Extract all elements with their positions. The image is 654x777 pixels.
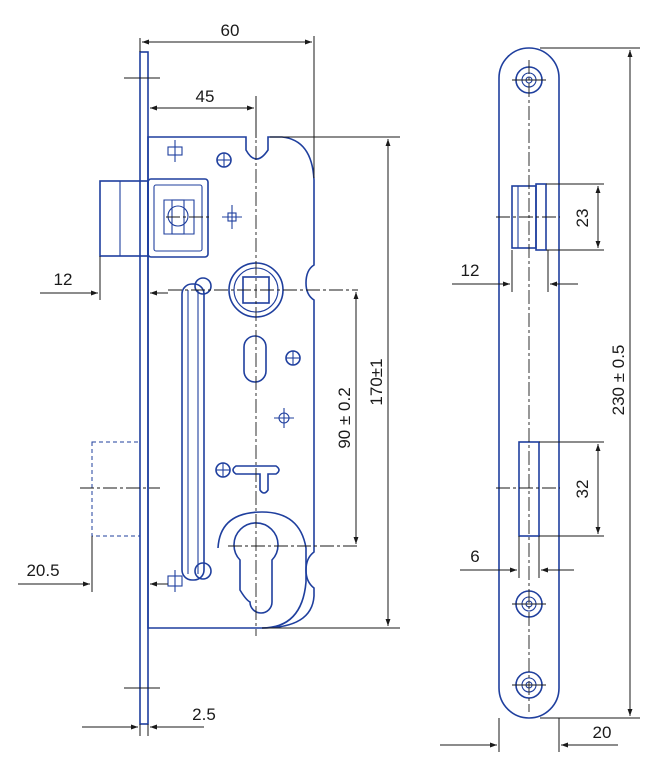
left-view-dimensions: 60 45 12 20.5 2.5 90 ± 0.2 170±1 bbox=[18, 21, 400, 736]
profile-cylinder-opening bbox=[233, 522, 279, 614]
dim-latch-12: 12 bbox=[54, 270, 73, 289]
dim-width-60: 60 bbox=[221, 21, 240, 40]
dead-bolt-hidden bbox=[91, 441, 141, 537]
lock-case-outline bbox=[147, 136, 315, 629]
dim-latch-height-23: 23 bbox=[573, 209, 592, 228]
lever-slider bbox=[232, 465, 280, 494]
guide-slot bbox=[243, 335, 267, 383]
dim-faceplate-2-5: 2.5 bbox=[192, 705, 216, 724]
dim-backset-45: 45 bbox=[196, 87, 215, 106]
screw-middle bbox=[285, 350, 301, 366]
rivet-bottom-left bbox=[167, 570, 183, 592]
faceplate-front-view bbox=[496, 47, 560, 719]
faceplate-side bbox=[139, 51, 149, 725]
cylinder-surround bbox=[217, 511, 307, 629]
lock-body-side-view bbox=[80, 51, 358, 725]
dim-height-170: 170±1 bbox=[367, 358, 386, 405]
dim-bolt-offset-6: 6 bbox=[470, 547, 479, 566]
dim-bolt-20-5: 20.5 bbox=[26, 561, 59, 580]
screw-top bbox=[216, 152, 232, 168]
dim-faceplate-length-230: 230 ± 0.5 bbox=[609, 345, 628, 416]
rivet-top-left bbox=[167, 140, 183, 162]
dim-bolt-height-32: 32 bbox=[573, 480, 592, 499]
dim-distance-90: 90 ± 0.2 bbox=[335, 387, 354, 448]
right-view-dimensions: 23 12 230 ± 0.5 32 6 20 bbox=[440, 47, 640, 752]
dim-strike-offset-12: 12 bbox=[461, 261, 480, 280]
rivet-small-middle bbox=[274, 408, 294, 428]
rivet-center bbox=[222, 205, 242, 229]
screw-lower bbox=[215, 462, 231, 478]
faceplate-front bbox=[498, 47, 560, 719]
latch-bolt bbox=[99, 178, 209, 258]
guide-bar bbox=[181, 277, 212, 581]
dim-faceplate-width-20: 20 bbox=[593, 723, 612, 742]
